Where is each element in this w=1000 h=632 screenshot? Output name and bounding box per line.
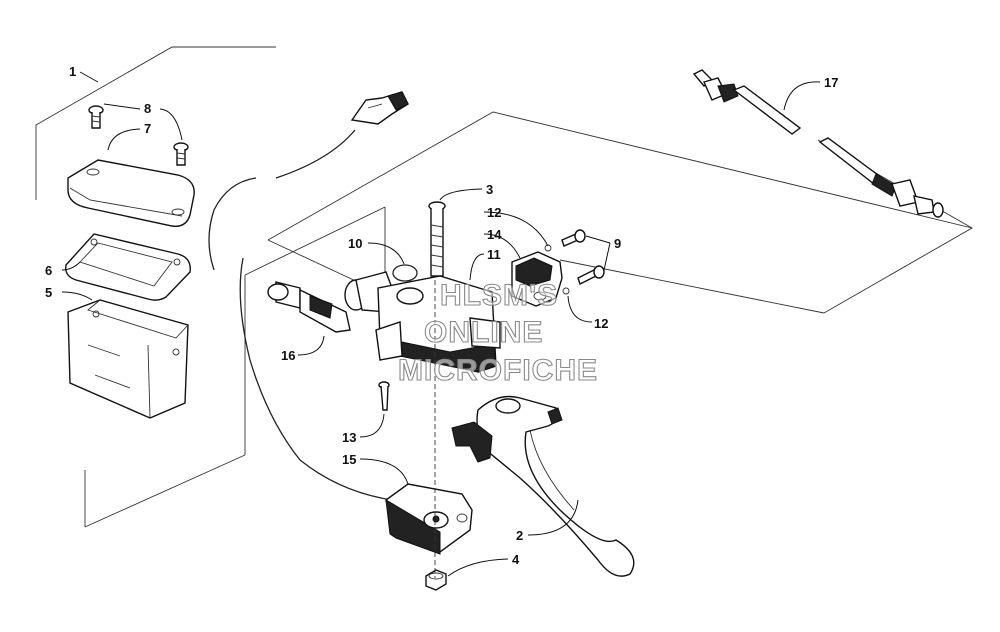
callout-17: 17 bbox=[824, 75, 838, 90]
cover-screw-left bbox=[88, 105, 104, 129]
switch-screw bbox=[378, 381, 390, 411]
diaphragm-plate bbox=[65, 233, 191, 301]
callout-1: 1 bbox=[69, 64, 76, 79]
o-ring bbox=[392, 264, 418, 282]
callout-13: 13 bbox=[342, 430, 356, 445]
callout-12-upper: 12 bbox=[487, 205, 501, 220]
cover-screw-right bbox=[173, 142, 189, 166]
watermark-line-3: MICROFICHE bbox=[398, 354, 598, 387]
brake-switch-fitting bbox=[267, 281, 351, 333]
clamp-screw-upper bbox=[561, 229, 586, 247]
watermark: HLSM'S ONLINE MICROFICHE bbox=[397, 278, 598, 387]
callout-2: 2 bbox=[516, 528, 523, 543]
brake-switch bbox=[385, 483, 473, 555]
callout-12-lower: 12 bbox=[594, 316, 608, 331]
pivot-bolt bbox=[428, 201, 446, 277]
callout-14: 14 bbox=[487, 227, 502, 242]
watermark-line-2: ONLINE bbox=[424, 316, 543, 349]
watermark-line-1: HLSM'S bbox=[440, 279, 558, 312]
callout-16: 16 bbox=[281, 348, 295, 363]
callout-11: 11 bbox=[487, 247, 501, 262]
reservoir-body bbox=[67, 299, 189, 419]
callout-7: 7 bbox=[144, 121, 151, 136]
clamp-screw-lower bbox=[577, 265, 605, 285]
callout-10: 10 bbox=[348, 236, 362, 251]
callout-8: 8 bbox=[144, 101, 151, 116]
reservoir-cover bbox=[67, 159, 195, 227]
leader-lines bbox=[61, 71, 821, 577]
callout-4: 4 bbox=[512, 552, 520, 567]
wire-connector bbox=[350, 91, 409, 125]
callout-15: 15 bbox=[342, 452, 356, 467]
wire-harness bbox=[208, 129, 393, 501]
callout-9: 9 bbox=[614, 236, 621, 251]
callout-6: 6 bbox=[45, 263, 52, 278]
assembly-frame-lines bbox=[35, 46, 974, 528]
master-cylinder-body bbox=[344, 271, 501, 373]
washer-lower bbox=[562, 287, 570, 295]
brake-line bbox=[692, 69, 944, 218]
lever-nut bbox=[425, 569, 447, 591]
callout-labels: 1 2 3 4 5 6 7 8 9 10 11 12 12 13 14 15 1… bbox=[45, 64, 838, 567]
brake-lever bbox=[451, 395, 635, 577]
switch-clamp bbox=[511, 251, 563, 307]
callout-3: 3 bbox=[486, 182, 493, 197]
callout-5: 5 bbox=[45, 285, 52, 300]
